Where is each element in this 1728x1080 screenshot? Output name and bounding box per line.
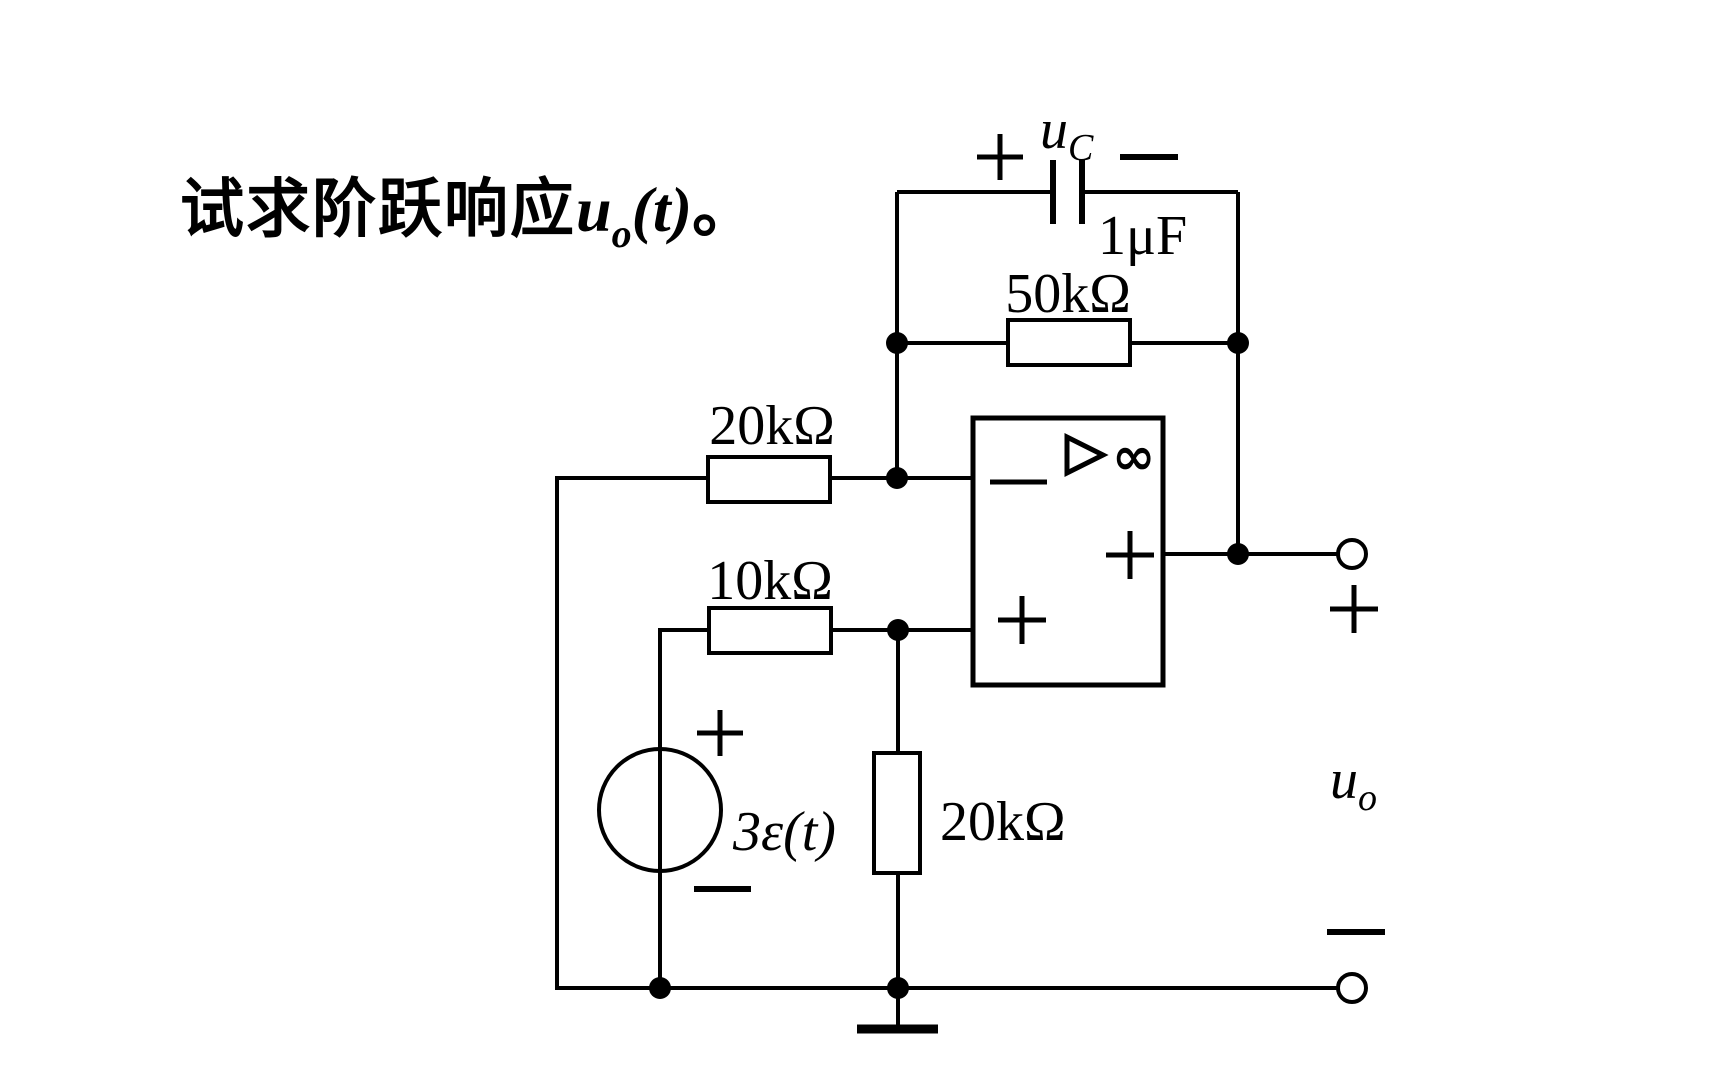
junction-dot xyxy=(887,977,909,999)
capacitor-plus-mark xyxy=(977,134,1023,180)
capacitor-voltage-label: uC xyxy=(1040,99,1094,169)
wire-source-branch xyxy=(658,628,709,988)
junction-dot xyxy=(886,467,908,489)
resistor-inverting-box xyxy=(706,455,832,504)
resistor-inverting-label: 20kΩ xyxy=(709,395,835,457)
resistor-noninverting-label: 10kΩ xyxy=(707,550,833,612)
resistor-ground-box xyxy=(872,751,922,875)
source-circle xyxy=(597,747,723,873)
title-period: 。 xyxy=(692,173,758,247)
title-math-sub: o xyxy=(611,211,632,256)
title-math-var: u xyxy=(576,174,612,245)
opamp-triangle-icon xyxy=(1064,432,1109,478)
output-terminal-top xyxy=(1336,538,1368,570)
title-math-tail: (t) xyxy=(631,174,692,245)
capacitor xyxy=(1050,160,1085,224)
opamp-plus-mark xyxy=(998,596,1046,644)
junction-dot xyxy=(1227,332,1249,354)
resistor-feedback-label: 50kΩ xyxy=(1005,263,1131,325)
junction-dot xyxy=(649,977,671,999)
junction-dot xyxy=(1227,543,1249,565)
output-voltage-label: uo xyxy=(1330,749,1377,819)
source-value-label: 3ε(t) xyxy=(732,801,836,863)
junction-dot xyxy=(886,332,908,354)
resistor-feedback-box xyxy=(1006,318,1132,367)
junction-dot xyxy=(887,619,909,641)
output-plus-mark xyxy=(1330,585,1378,633)
resistor-ground-label: 20kΩ xyxy=(940,791,1066,853)
source-plus-mark xyxy=(697,710,743,756)
opamp-output-plus-mark xyxy=(1106,531,1154,579)
output-terminal-bottom xyxy=(1336,972,1368,1004)
resistor-noninverting-box xyxy=(707,606,833,655)
opamp-gain-label: ∞ xyxy=(1112,427,1155,487)
page-title: 试求阶跃响应uo(t)。 xyxy=(180,158,758,257)
wire-left-and-bottom xyxy=(555,476,1339,990)
title-text: 试求阶跃响应 xyxy=(180,173,576,247)
capacitor-value-label: 1μF xyxy=(1098,205,1187,267)
